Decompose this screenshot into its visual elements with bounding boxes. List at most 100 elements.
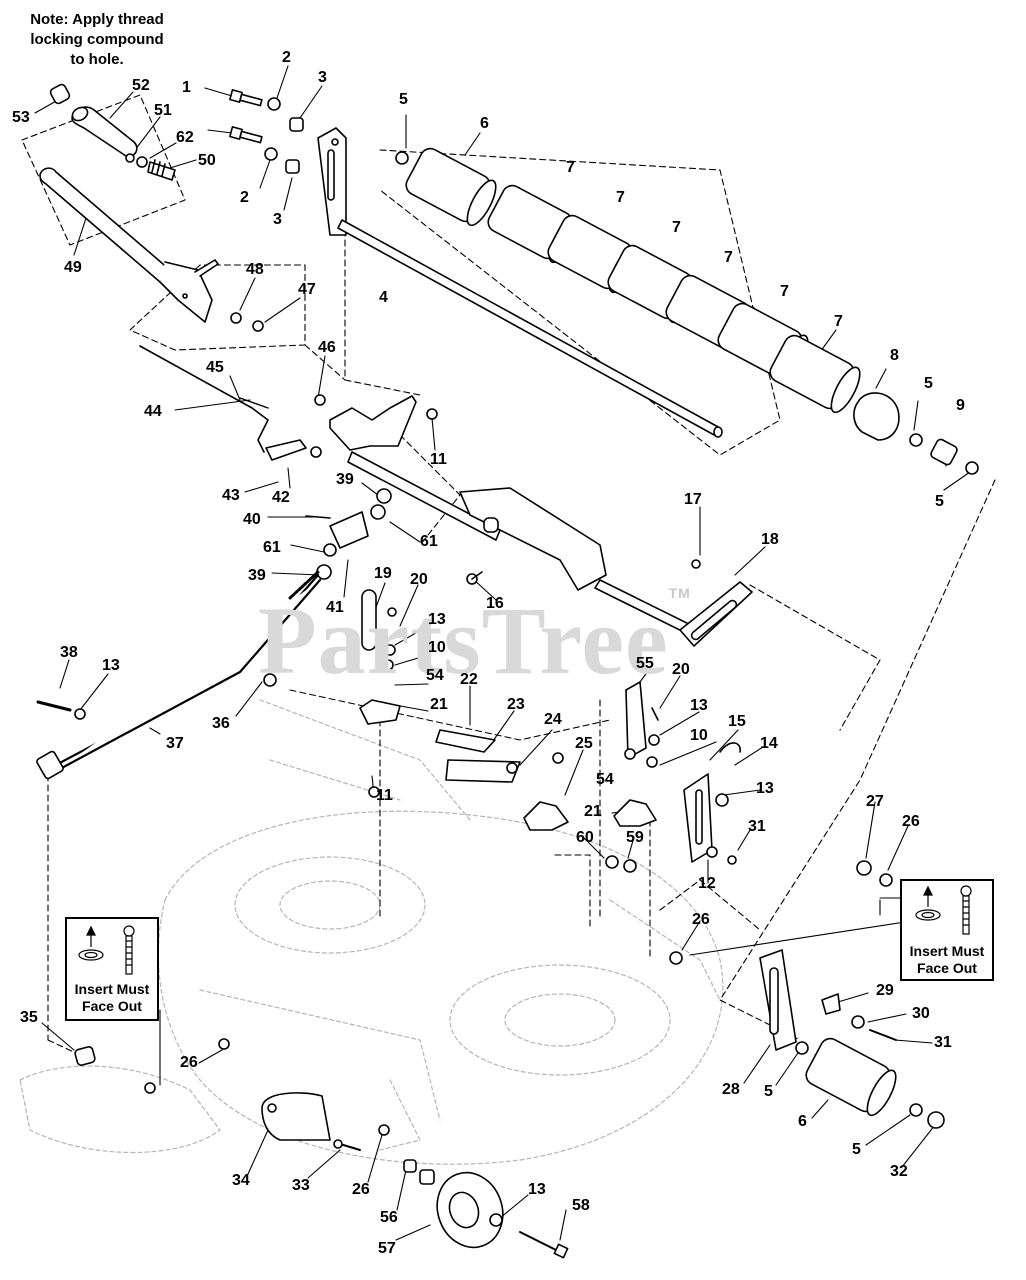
bottom-parts: [74, 1038, 569, 1259]
callout-58: 58: [572, 1197, 590, 1214]
callout-34: 34: [232, 1172, 250, 1189]
callout-49: 49: [64, 259, 82, 276]
callout-20: 20: [672, 661, 690, 678]
callout-16: 16: [486, 595, 504, 612]
callout-29: 29: [876, 982, 894, 999]
center-bracket: [314, 394, 753, 647]
callout-1: 1: [182, 79, 191, 96]
callout-38: 38: [60, 644, 78, 661]
callout-13: 13: [690, 697, 708, 714]
callout-28: 28: [722, 1081, 740, 1098]
callout-19: 19: [374, 565, 392, 582]
shaft-bracket: [317, 127, 347, 236]
callout-51: 51: [154, 102, 172, 119]
callout-15: 15: [728, 713, 746, 730]
callout-31: 31: [748, 818, 766, 835]
callout-39: 39: [336, 471, 354, 488]
callout-33: 33: [292, 1177, 310, 1194]
callout-5: 5: [935, 493, 944, 510]
callout-7: 7: [780, 283, 789, 300]
center-hardware: [36, 571, 637, 873]
callout-7: 7: [566, 159, 575, 176]
right-hardware: [613, 681, 741, 965]
connector-lines: [159, 897, 906, 1086]
callout-5: 5: [924, 375, 933, 392]
callout-5: 5: [399, 91, 408, 108]
top-bolts: [229, 89, 409, 174]
callout-26: 26: [902, 813, 920, 830]
callout-4: 4: [379, 289, 388, 306]
callout-3: 3: [273, 211, 282, 228]
callout-13: 13: [756, 780, 774, 797]
callout-40: 40: [243, 511, 261, 528]
callout-21: 21: [584, 803, 602, 820]
callout-11: 11: [376, 787, 393, 804]
callout-3: 3: [318, 69, 327, 86]
callout-13: 13: [528, 1181, 546, 1198]
callout-8: 8: [890, 347, 899, 364]
adjuster-rod: [36, 488, 392, 780]
callout-54: 54: [596, 771, 614, 788]
callout-31: 31: [934, 1034, 952, 1051]
mower-deck-ghost: [19, 699, 724, 1165]
callout-10: 10: [428, 639, 446, 656]
callout-6: 6: [798, 1113, 807, 1130]
callout-59: 59: [626, 829, 644, 846]
callout-22: 22: [460, 671, 478, 688]
callout-10: 10: [690, 727, 708, 744]
callout-54: 54: [426, 667, 444, 684]
callout-17: 17: [684, 491, 702, 508]
callout-57: 57: [378, 1240, 396, 1257]
callout-53: 53: [12, 109, 30, 126]
insert-note-right: Insert Must Face Out: [909, 943, 985, 976]
callout-27: 27: [866, 793, 884, 810]
note-line-1: Note: Apply thread: [30, 11, 164, 28]
callout-42: 42: [272, 489, 290, 506]
linkage-rod: [139, 345, 322, 461]
callout-2: 2: [240, 189, 249, 206]
callout-60: 60: [576, 829, 594, 846]
callout-2: 2: [282, 49, 291, 66]
callout-26: 26: [692, 911, 710, 928]
callout-37: 37: [166, 735, 184, 752]
callout-39: 39: [248, 567, 266, 584]
callout-30: 30: [912, 1005, 930, 1022]
callout-9: 9: [956, 397, 965, 414]
callout-44: 44: [144, 403, 162, 420]
roller-shaft: [337, 219, 723, 438]
callout-14: 14: [760, 735, 778, 752]
callout-23: 23: [507, 696, 525, 713]
callout-20: 20: [410, 571, 428, 588]
callout-6: 6: [480, 115, 489, 132]
callout-21: 21: [430, 696, 448, 713]
handle-parts: [39, 83, 264, 332]
callout-61: 61: [420, 533, 438, 550]
callout-50: 50: [198, 152, 216, 169]
callout-12: 12: [698, 875, 716, 892]
rollers: [405, 147, 979, 475]
callout-52: 52: [132, 77, 150, 94]
callout-62: 62: [176, 129, 194, 146]
callout-48: 48: [246, 261, 264, 278]
right-roller-assembly: [759, 860, 945, 1129]
callout-25: 25: [575, 735, 593, 752]
callout-5: 5: [764, 1083, 773, 1100]
callout-43: 43: [222, 487, 240, 504]
callout-55: 55: [636, 655, 654, 672]
callout-18: 18: [761, 531, 779, 548]
callout-11: 11: [430, 451, 447, 468]
callout-5: 5: [852, 1141, 861, 1158]
callout-36: 36: [212, 715, 230, 732]
callout-61: 61: [263, 539, 281, 556]
callout-26: 26: [180, 1054, 198, 1071]
callout-7: 7: [616, 189, 625, 206]
callout-13: 13: [428, 611, 446, 628]
insert-must-face-out-box-right: Insert Must Face Out: [900, 879, 994, 981]
note-line-2: locking compound: [30, 31, 164, 48]
callout-46: 46: [318, 339, 336, 356]
insert-orientation-icon: [78, 925, 135, 975]
callout-7: 7: [724, 249, 733, 266]
note-line-3: to hole.: [70, 51, 124, 68]
thread-locking-note: Note: Apply thread locking compound to h…: [22, 10, 172, 70]
